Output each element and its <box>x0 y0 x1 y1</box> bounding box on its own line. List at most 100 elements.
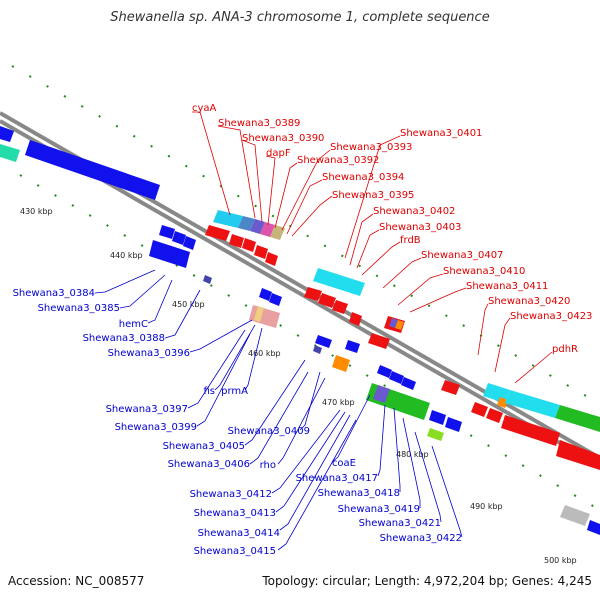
gene-arrow <box>429 410 446 425</box>
gene-label: Shewana3_0418 <box>318 488 400 499</box>
kbp-label: 470 kbp <box>322 398 355 407</box>
gene-label: Shewana3_0421 <box>359 518 441 529</box>
kbp-label: 500 kbp <box>544 556 577 565</box>
gene-label: Shewana3_0415 <box>194 546 276 557</box>
gene-label-frdB: frdB <box>400 235 421 246</box>
gene-arrow <box>471 402 488 417</box>
gene-label-dapF: dapF <box>266 148 291 159</box>
gene-block <box>213 210 243 228</box>
gene-label-pdhR: pdhR <box>552 344 578 355</box>
gene-label: Shewana3_0392 <box>297 155 379 166</box>
gene-label: Shewana3_0406 <box>168 459 250 470</box>
gene-label-coaE: coaE <box>332 458 356 469</box>
gene-arrow <box>159 225 175 239</box>
gene-arrow <box>0 126 14 142</box>
gene-arrow <box>318 293 336 308</box>
gene-label: Shewana3_0419 <box>338 504 420 515</box>
kbp-label: 490 kbp <box>470 502 503 511</box>
gene-label: Shewana3_0409 <box>228 426 310 437</box>
gene-label-cyaA: cyaA <box>192 103 217 114</box>
kbp-label: 450 kbp <box>172 300 205 309</box>
gene-label: Shewana3_0397 <box>106 404 188 415</box>
gene-arrow <box>205 225 230 241</box>
gene-block <box>313 345 322 354</box>
kbp-ticks: 430 kbp 440 kbp 450 kbp 460 kbp 470 kbp … <box>20 207 577 565</box>
gene-block <box>505 390 560 418</box>
gene-arrow <box>254 245 268 259</box>
gene-arrow <box>229 234 244 248</box>
gene-arrow <box>304 287 322 301</box>
gene-block <box>250 219 265 234</box>
gene-block <box>555 405 600 432</box>
gene-arrow <box>242 238 256 252</box>
topology-text: Topology: circular; Length: 4,972,204 bp… <box>262 574 592 588</box>
gene-block <box>149 240 190 268</box>
gene-label-prmA: prmA <box>221 386 248 397</box>
gene-block <box>483 383 510 403</box>
forward-labels: cyaA Shewana3_0389 Shewana3_0390 dapF Sh… <box>192 103 592 355</box>
gene-block <box>254 306 264 322</box>
gene-label: Shewana3_0402 <box>373 206 455 217</box>
gene-arrow <box>172 231 186 245</box>
gene-label: Shewana3_0395 <box>332 190 414 201</box>
gene-label: Shewana3_0396 <box>108 348 190 359</box>
gene-block <box>260 222 275 237</box>
forward-genes <box>205 210 600 470</box>
gene-block <box>203 275 212 284</box>
gene-arrow <box>445 417 462 432</box>
gene-block <box>497 397 508 408</box>
gene-arrow <box>183 236 196 250</box>
gene-arrow <box>441 380 460 395</box>
gene-label: Shewana3_0413 <box>194 508 276 519</box>
forward-leader-lines <box>192 111 553 384</box>
kbp-label: 430 kbp <box>20 207 53 216</box>
gene-label: Shewana3_0385 <box>38 303 120 314</box>
gene-arrow <box>556 440 600 470</box>
gene-label: Shewana3_0389 <box>218 118 300 129</box>
gene-arrow <box>315 335 332 348</box>
gene-arrow <box>269 293 282 306</box>
gene-block <box>332 355 350 372</box>
kbp-label: 440 kbp <box>110 251 143 260</box>
gene-label: Shewana3_0388 <box>83 333 165 344</box>
gene-block <box>395 320 404 330</box>
gene-label-rho: rho <box>260 460 276 471</box>
gene-label: Shewana3_0420 <box>488 296 570 307</box>
gene-block <box>389 318 398 328</box>
gene-arrow <box>501 415 560 446</box>
gene-label-hemC: hemC <box>119 319 148 330</box>
gene-block <box>313 268 365 296</box>
gene-label: Shewana3_0411 <box>466 281 548 292</box>
gene-label: Shewana3_0403 <box>379 222 461 233</box>
gene-block <box>366 383 430 420</box>
gene-arrow <box>389 371 404 384</box>
gene-label: Shewana3_0414 <box>198 528 280 539</box>
gene-arrow <box>345 340 360 353</box>
gene-label: Shewana3_0405 <box>163 441 245 452</box>
gene-label: Shewana3_0423 <box>510 311 592 322</box>
gene-block <box>238 216 255 231</box>
gene-label: Shewana3_0393 <box>330 142 412 153</box>
map-title: Shewanella sp. ANA-3 chromosome 1, compl… <box>110 10 490 25</box>
gene-block <box>0 144 20 162</box>
gene-label-fis: fis <box>203 386 215 397</box>
gene-label: Shewana3_0412 <box>190 489 272 500</box>
accession-text: Accession: NC_008577 <box>8 574 145 588</box>
gene-block <box>427 428 444 441</box>
gene-block <box>373 385 390 403</box>
gene-arrow <box>259 288 272 301</box>
gene-arrow <box>349 312 362 326</box>
gene-arrow <box>486 408 503 423</box>
gene-block <box>560 505 590 526</box>
kbp-label: 460 kbp <box>248 349 281 358</box>
gene-arrow <box>368 333 390 349</box>
gene-arrow <box>587 520 600 535</box>
gene-label: Shewana3_0394 <box>322 172 404 183</box>
gene-arrow <box>377 365 392 378</box>
gene-arrow <box>265 252 278 266</box>
gene-label: Shewana3_0401 <box>400 128 482 139</box>
reverse-labels: Shewana3_0384 Shewana3_0385 hemC Shewana… <box>13 288 462 557</box>
gene-arrow <box>401 377 416 390</box>
gene-label: Shewana3_0422 <box>380 533 462 544</box>
